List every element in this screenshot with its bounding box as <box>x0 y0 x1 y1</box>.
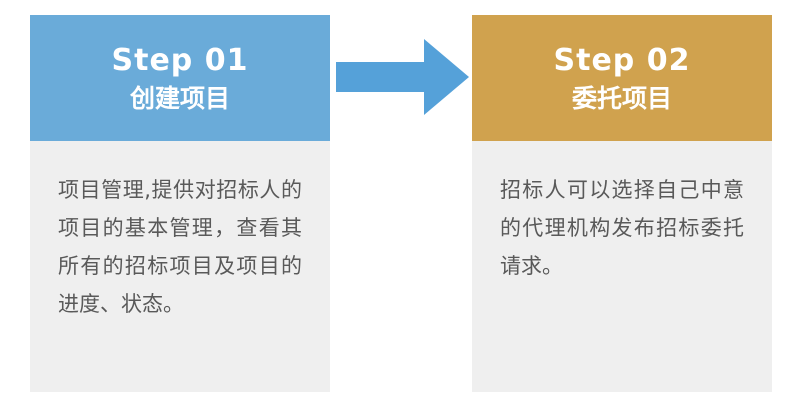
step-2-description: 招标人可以选择自己中意的代理机构发布招标委托请求。 <box>472 141 772 392</box>
right-arrow-head <box>424 39 469 115</box>
step-1-description: 项目管理,提供对招标人的项目的基本管理，查看其所有的招标项目及项目的进度、状态。 <box>30 141 330 392</box>
step-1-title: 创建项目 <box>129 83 230 113</box>
step-1-number: Step 01 <box>111 42 249 78</box>
step-2-title: 委托项目 <box>571 83 672 113</box>
step-2-number: Step 02 <box>553 42 691 78</box>
step-card-1: Step 01 创建项目 项目管理,提供对招标人的项目的基本管理，查看其所有的招… <box>30 15 330 392</box>
step-card-2: Step 02 委托项目 招标人可以选择自己中意的代理机构发布招标委托请求。 <box>472 15 772 392</box>
right-arrow-shaft <box>336 62 424 92</box>
right-arrow-icon <box>336 39 469 115</box>
step-2-header: Step 02 委托项目 <box>472 15 772 141</box>
step-1-header: Step 01 创建项目 <box>30 15 330 141</box>
